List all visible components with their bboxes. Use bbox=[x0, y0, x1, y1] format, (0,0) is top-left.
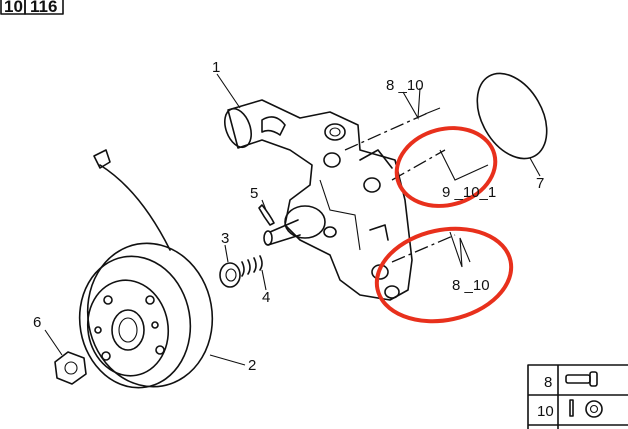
callout-3: 3 bbox=[221, 230, 229, 247]
nut bbox=[54, 351, 87, 385]
callout-1: 1 bbox=[212, 59, 220, 76]
bolt-icon bbox=[565, 371, 598, 387]
pulley-assembly bbox=[78, 149, 214, 389]
o-ring bbox=[476, 72, 548, 160]
legend-number: 10 bbox=[537, 403, 554, 420]
key bbox=[258, 204, 275, 226]
callout-bolt-top: 8 _10 bbox=[386, 77, 424, 94]
callout-2: 2 bbox=[248, 357, 256, 374]
highlight-circle-lower bbox=[374, 226, 514, 324]
legend-number: 8 bbox=[544, 374, 552, 391]
page-number: 116 bbox=[30, 0, 57, 16]
water-pump-body bbox=[224, 99, 413, 301]
callout-7: 7 bbox=[536, 175, 544, 192]
washer-icon bbox=[569, 399, 603, 418]
callout-4: 4 bbox=[262, 289, 270, 306]
callout-bolt-middle: 9 _10_1 bbox=[442, 184, 496, 201]
seal-ring bbox=[219, 262, 241, 288]
hardware-legend: 8 10 bbox=[527, 364, 628, 429]
callout-bolt-lower: 8 _10 bbox=[452, 277, 490, 294]
spring bbox=[241, 255, 263, 277]
group-number: 10 bbox=[4, 0, 23, 16]
callout-6: 6 bbox=[33, 314, 41, 331]
highlight-circle-upper bbox=[394, 126, 498, 208]
page-reference: 10 116 bbox=[0, 0, 64, 16]
callout-5: 5 bbox=[250, 185, 258, 202]
